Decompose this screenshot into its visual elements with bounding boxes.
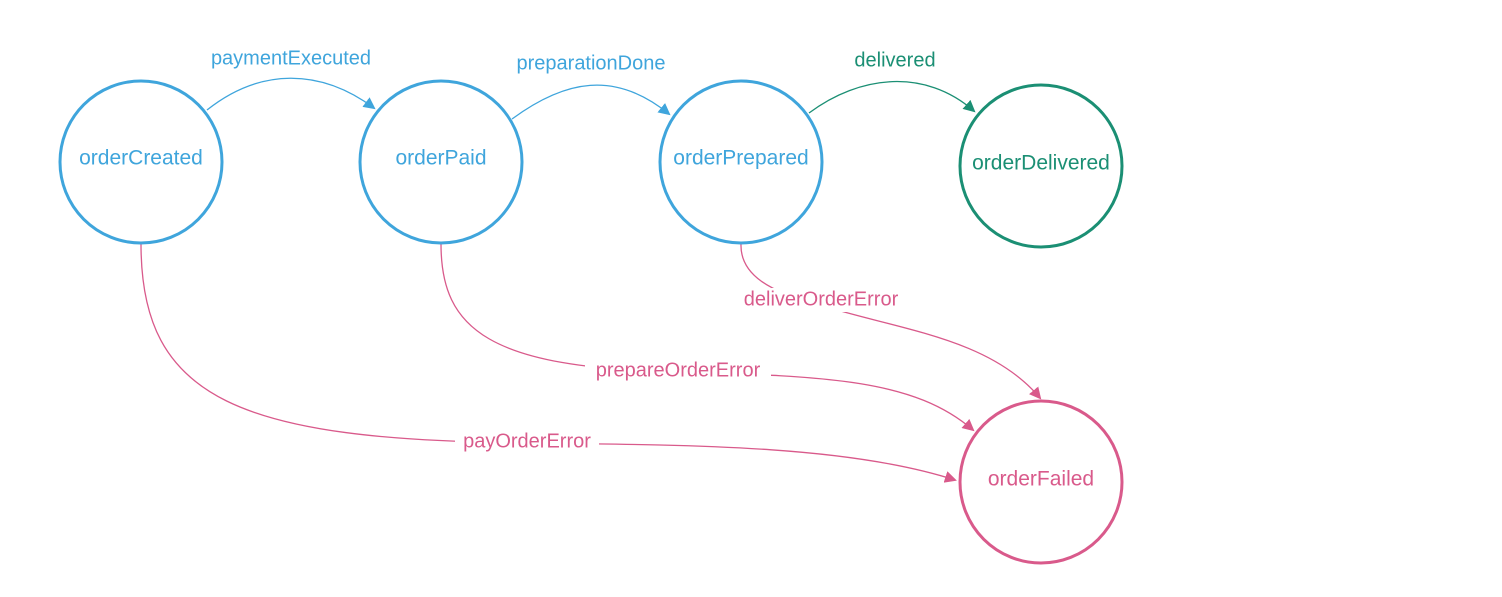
state-order-paid-ring — [358, 79, 524, 245]
edge-label-preparation-done: preparationDone — [517, 52, 666, 74]
edge-payment-executed-path — [206, 77, 376, 111]
edge-label-prepare-order-error: prepareOrderError — [596, 359, 761, 381]
edge-payment-executed: paymentExecuted — [206, 47, 376, 111]
state-order-failed-ring — [958, 399, 1124, 565]
state-order-failed: orderFailed — [958, 399, 1124, 565]
edge-deliver-order-error-path — [740, 243, 1042, 400]
state-order-created-ring — [58, 79, 224, 245]
edge-preparation-done: preparationDone — [511, 52, 671, 120]
state-order-delivered: orderDelivered — [958, 83, 1124, 249]
edge-prepare-order-error-path — [440, 243, 975, 432]
edge-label-payment-executed: paymentExecuted — [211, 47, 371, 69]
edge-delivered-path — [808, 80, 976, 114]
edge-label-bg-prepare-order-error — [585, 359, 771, 383]
state-order-prepared: orderPrepared — [658, 79, 824, 245]
edge-label-pay-order-error: payOrderError — [463, 430, 591, 452]
edge-label-bg-deliver-order-error — [731, 288, 911, 312]
state-order-created: orderCreated — [58, 79, 224, 245]
edge-preparation-done-path — [511, 84, 671, 120]
state-order-prepared-ring — [658, 79, 824, 245]
edge-prepare-order-error: prepareOrderError — [440, 243, 975, 432]
edge-delivered: delivered — [808, 49, 976, 114]
state-order-prepared-label: orderPrepared — [673, 147, 808, 170]
edge-label-delivered: delivered — [854, 49, 935, 71]
state-order-paid-label: orderPaid — [395, 147, 486, 170]
edge-deliver-order-error: deliverOrderError — [731, 243, 1042, 400]
state-order-delivered-label: orderDelivered — [972, 152, 1110, 175]
state-order-paid: orderPaid — [358, 79, 524, 245]
edge-label-deliver-order-error: deliverOrderError — [744, 288, 899, 310]
state-order-created-label: orderCreated — [79, 147, 203, 170]
state-order-delivered-ring — [958, 83, 1124, 249]
edge-label-bg-pay-order-error — [455, 430, 599, 454]
state-order-failed-label: orderFailed — [988, 468, 1094, 491]
edge-pay-order-error: payOrderError — [140, 243, 957, 483]
